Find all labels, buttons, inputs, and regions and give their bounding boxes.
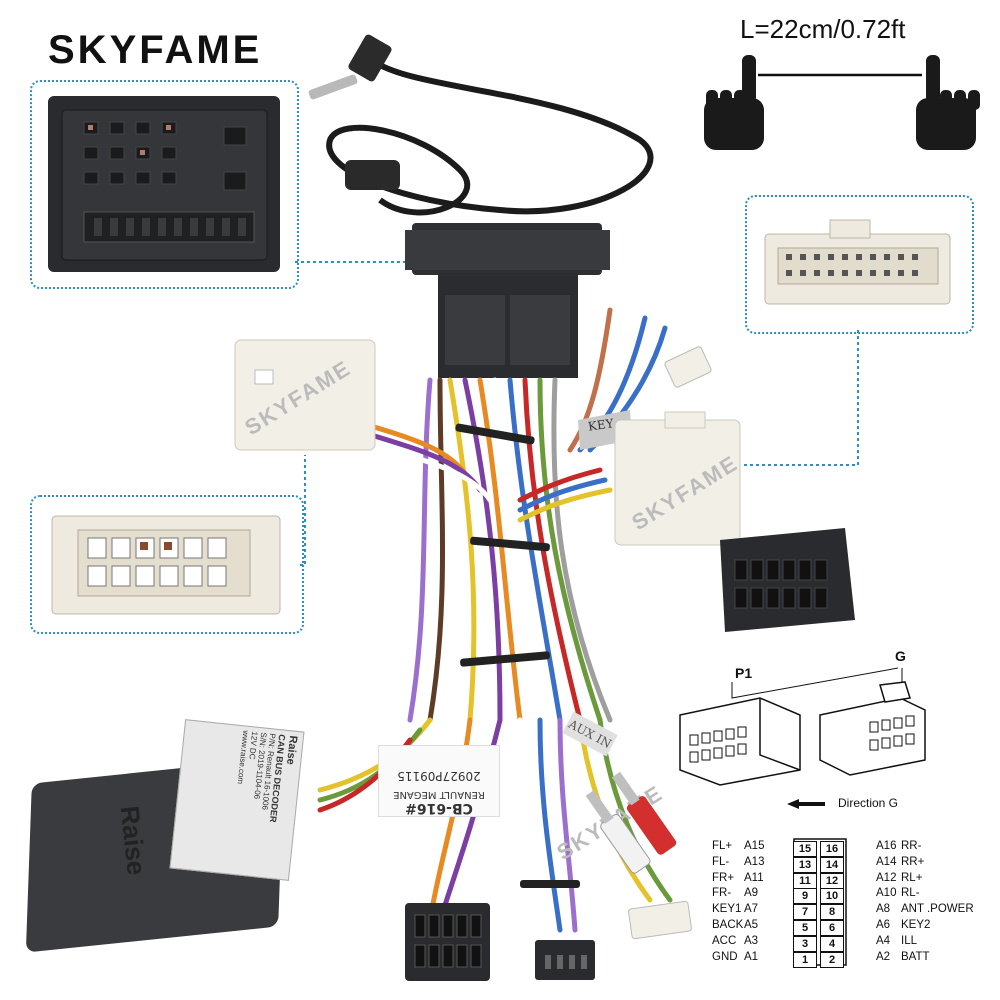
pin-number-right: 2 (820, 951, 844, 968)
sleeve-serial: 20927P09115 (397, 769, 481, 783)
dark-quadlock-connector-face (48, 96, 280, 272)
diagram-p1-label: P1 (735, 665, 753, 681)
pin-name-right: ILL (901, 934, 917, 947)
right-white-connector (614, 411, 741, 546)
pointing-hand-left-icon (704, 55, 764, 150)
pin-number-left: 5 (793, 920, 817, 936)
pin-number-right: 16 (820, 841, 844, 857)
direction-arrow-icon (787, 799, 825, 809)
white-connector-face-bottom (51, 515, 281, 615)
pin-code-left: A3 (744, 934, 759, 947)
sleeve-model: CB-616# (405, 800, 473, 816)
pin-number-left: 7 (793, 904, 817, 921)
bottom-connectors (405, 900, 692, 981)
pin-name-right: RL- (901, 887, 920, 900)
pin-code-left: A11 (744, 871, 764, 884)
pin-number-right: 4 (820, 935, 844, 952)
callout-box-dark-connector (30, 80, 299, 289)
pin-name-left: GND (712, 950, 738, 963)
pin-code-left: A1 (744, 950, 759, 963)
iso-black-connector (720, 528, 855, 632)
pin-name-right: ANT .POWER (901, 903, 974, 916)
cable-length-label: L=22cm/0.72ft (740, 14, 906, 44)
pin-code-right: A12 (876, 871, 897, 884)
pin-name-right: KEY2 (901, 919, 931, 931)
pin-number-left: 13 (793, 856, 817, 873)
pin-name-right: RR+ (901, 855, 925, 868)
pin-code-left: A15 (744, 840, 765, 852)
rca-connectors (585, 771, 677, 874)
small-white-plug (664, 346, 712, 388)
left-white-connector (234, 339, 376, 451)
pin-name-left: ACC (712, 934, 737, 947)
white-connector-face-top (764, 219, 951, 305)
pin-code-right: A16 (876, 840, 897, 852)
pin-code-right: A8 (876, 903, 891, 916)
pin-number-right: 10 (820, 888, 844, 905)
pin-name-right: BATT (901, 950, 930, 963)
pin-code-right: A10 (876, 887, 897, 900)
pin-number-right: 12 (820, 872, 844, 889)
pin-name-left: FR- (712, 887, 732, 900)
pin-number-right: 8 (820, 904, 844, 921)
pin-code-right: A2 (876, 950, 891, 963)
pin-number-left: 3 (793, 935, 817, 952)
pin-number-left: 1 (793, 951, 817, 968)
antenna-cable (308, 34, 654, 216)
pin-code-right: A14 (876, 855, 897, 868)
pin-code-left: A7 (744, 903, 759, 916)
pin-number-right: 14 (820, 856, 844, 873)
pin-code-left: A13 (744, 855, 765, 868)
pin-name-left: FL+ (712, 840, 733, 852)
callout-box-white-connector-top (745, 195, 974, 334)
pointing-hand-right-icon (916, 55, 980, 150)
brand-logo: SKYFAME (48, 28, 263, 72)
decoder-label-sticker: Raise CAN BUS DECODER P/N: Renault 16-10… (169, 719, 305, 881)
length-indicator (704, 55, 980, 150)
canbus-decoder-module: Raise Raise CAN BUS DECODER P/N: Renault… (25, 719, 320, 953)
pin-name-right: RR- (901, 840, 922, 852)
harness-sleeve-label: CB-616# RENAULT MEGANE 20927P09115 (378, 745, 500, 817)
connector-diagram (679, 667, 926, 786)
sleeve-line-3: RENAULT MEGANE (393, 789, 485, 800)
direction-label: Direction G (838, 796, 899, 810)
pin-code-right: A4 (876, 934, 891, 947)
pin-number-right: 6 (820, 920, 844, 936)
pin-name-left: FR+ (712, 871, 735, 884)
pin-name-right: RL+ (901, 871, 923, 884)
pin-name-left: FL- (712, 855, 730, 868)
pin-number-left: 11 (793, 872, 817, 889)
pin-number-left: 15 (793, 841, 817, 857)
pin-code-left: A9 (744, 887, 759, 900)
pin-code-left: A5 (744, 919, 759, 931)
pin-number-left: 9 (793, 888, 817, 905)
pin-name-left: BACK (712, 919, 744, 931)
main-dark-connector (405, 223, 610, 378)
pin-name-left: KEY1 (712, 903, 742, 916)
diagram-g-label: G (895, 648, 906, 664)
pin-code-right: A6 (876, 919, 891, 931)
